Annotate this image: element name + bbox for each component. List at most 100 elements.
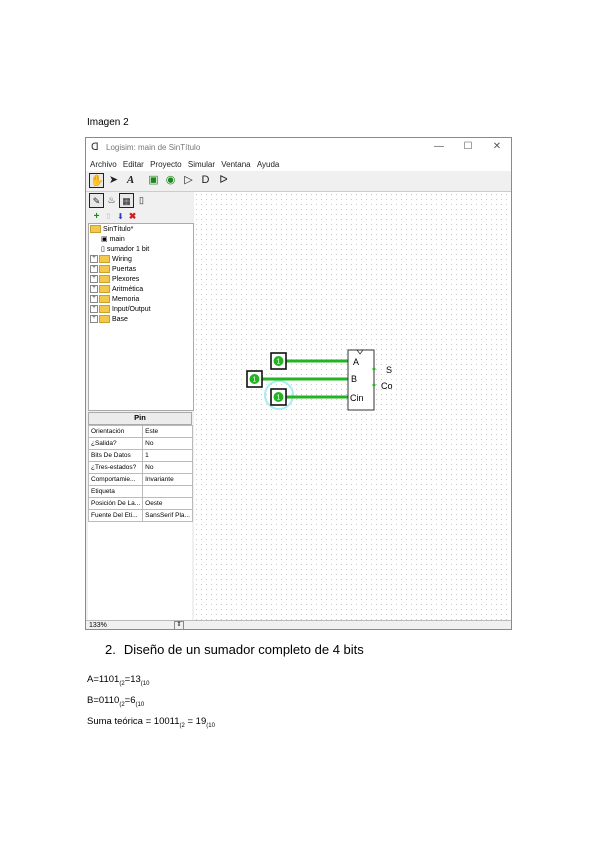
expand-icon[interactable]: + [90,285,98,293]
menu-proyecto[interactable]: Proyecto [150,160,182,169]
close-button[interactable]: ✕ [492,141,502,152]
tree-item-input-output[interactable]: +Input/Output [90,305,151,313]
explorer-toolbar: ✎ ♨ ▦ ▯ [86,192,194,210]
port-label-s: S [386,365,392,375]
select-tool-icon[interactable]: ➤ [108,174,119,186]
expand-icon[interactable]: + [90,295,98,303]
menu-ventana[interactable]: Ventana [221,160,251,169]
tree-root[interactable]: SinTítulo* [90,225,133,233]
property-value[interactable]: No [142,461,193,474]
folder-icon [99,305,110,313]
text-tool-icon[interactable]: A [126,174,135,186]
folder-icon [99,285,110,293]
tree-item-memoria[interactable]: +Memoria [90,295,139,303]
and-gate-icon[interactable]: D [201,174,210,186]
property-row[interactable]: Etiqueta [87,485,193,498]
menu-ayuda[interactable]: Ayuda [256,160,280,169]
folder-icon [90,225,101,233]
property-row[interactable]: ¿Salida?No [87,437,193,450]
folder-icon [99,295,110,303]
status-bar: 133% ⇕ [86,620,511,629]
expand-icon[interactable]: + [90,305,98,313]
add-circuit-icon[interactable]: + [93,211,100,222]
tree-item-base[interactable]: +Base [90,315,128,323]
pin-state-led [273,356,284,366]
not-gate-icon[interactable]: ▷ [184,174,193,186]
port-label-co: Co [381,381,393,391]
component-notch-icon [356,349,364,355]
tree-item-sumador[interactable]: ▯ sumador 1 bit [101,246,150,253]
property-name: Fuente Del Eti... [87,509,144,522]
sumador-component[interactable] [347,349,375,411]
port-label-a: A [353,357,359,367]
folder-icon [99,275,110,283]
input-pin-a-value: 1 [277,359,281,366]
pin-state-led [249,374,260,384]
property-name: Orientación [87,425,144,438]
property-row[interactable]: ¿Tres-estados?No [87,461,193,474]
simulate-icon[interactable]: ♨ [107,195,116,205]
property-value[interactable]: Este [142,425,193,438]
property-value[interactable]: 1 [142,449,193,462]
maximize-button[interactable]: ☐ [463,141,473,152]
minimize-button[interactable]: — [434,141,444,152]
section-number: 2. [105,642,116,657]
project-tree: SinTítulo* ▣ main ▯ sumador 1 bit +Wirin… [88,223,194,411]
move-up-icon[interactable]: ⇧ [105,212,112,221]
input-pin-icon[interactable]: ▣ [148,174,159,186]
property-value[interactable]: SansSerif Pla... [142,509,193,522]
appearance-icon[interactable]: ▯ [139,195,144,205]
or-gate-icon[interactable]: ᐅ [219,174,228,186]
logisim-logo-icon: ᗡ [91,142,99,153]
layout-icon[interactable]: ▦ [119,193,134,208]
delete-circuit-icon[interactable]: ✖ [128,211,137,221]
property-row[interactable]: Comportamie...Invariante [87,473,193,486]
expand-icon[interactable]: + [90,315,98,323]
tree-item-puertas[interactable]: +Puertas [90,265,136,273]
folder-icon [99,255,110,263]
tree-item-plexores[interactable]: +Plexores [90,275,139,283]
line-a: A=1101(2=13(10 [87,674,150,687]
explorer-panel: ✎ ♨ ▦ ▯ + ⇧ ⬇ ✖ SinTítulo* ▣ main ▯ suma… [86,192,195,620]
expand-icon[interactable]: + [90,275,98,283]
output-pin-icon[interactable]: ◉ [165,174,176,186]
circuit-canvas[interactable]: 1 1 1 A B Cin S Co [194,192,511,620]
tree-item-main[interactable]: ▣ main [101,236,125,243]
edit-icon[interactable]: ✎ [89,193,104,208]
poke-tool-icon[interactable]: ✋ [89,173,104,188]
folder-icon [99,265,110,273]
property-row[interactable]: Posición De La...Oeste [87,497,193,510]
circuit-drawing: 1 1 1 A B Cin S Co [246,349,393,411]
circuit-toolbar: + ⇧ ⬇ ✖ [86,209,194,223]
property-value[interactable]: Oeste [142,497,193,510]
line-b: B=0110(2=6(10 [87,695,145,708]
property-name: Bits De Datos [87,449,144,462]
menu-simular[interactable]: Simular [187,160,215,169]
pin-state-led [273,392,284,402]
properties-title: Pin [88,412,192,425]
property-value[interactable]: No [142,437,193,450]
property-value[interactable]: Invariante [142,473,193,486]
move-down-icon[interactable]: ⬇ [117,212,124,221]
selection-highlight [264,380,294,410]
expand-icon[interactable]: + [90,265,98,273]
port-label-cin: Cin [350,393,364,403]
property-row[interactable]: Fuente Del Eti...SansSerif Pla... [87,509,193,522]
window-title: Logisim: main de SinTítulo [106,143,201,152]
input-pin-b-value: 1 [253,377,257,384]
property-name: Posición De La... [87,497,144,510]
tree-item-wiring[interactable]: +Wiring [90,255,132,263]
property-name: ¿Tres-estados? [87,461,144,474]
menu-editar[interactable]: Editar [122,160,144,169]
expand-icon[interactable]: + [90,255,98,263]
property-value[interactable] [142,485,193,498]
tree-item-aritmetica[interactable]: +Aritmética [90,285,143,293]
main-toolbar: ✋ ➤ A ▣ ◉ ▷ D ᐅ [86,171,511,192]
zoom-spinner[interactable]: ⇕ [174,621,184,629]
circuit-icon: ▯ [101,246,105,253]
menu-archivo[interactable]: Archivo [90,160,117,169]
